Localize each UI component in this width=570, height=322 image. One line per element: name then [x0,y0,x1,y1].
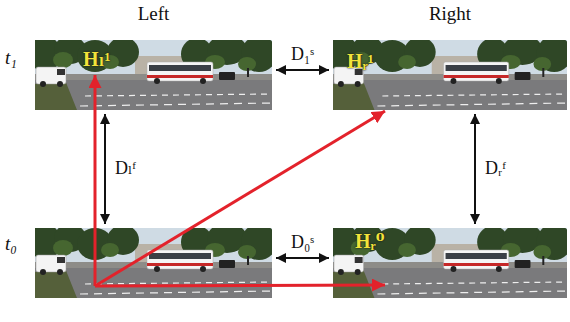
image-panel: Hᵣ⁰ [333,228,567,298]
distance-label: D₀ˢ [289,233,316,253]
homography-label: Hᵣ¹ [347,50,374,72]
column-heading: Left [35,4,272,25]
column-heading: Right [333,4,567,25]
motion-arrow [94,75,97,286]
image-panel: Leftt₁Hₗ¹ [35,40,272,110]
image-panel: RightHᵣ¹ [333,40,567,110]
distance-arrow [276,257,329,259]
homography-label: Hᵣ⁰ [355,230,384,252]
time-label: t₀ [5,234,17,255]
photo-left-t1 [29,35,277,110]
distance-arrow [276,69,329,71]
image-panel: t₀ [35,228,272,298]
distance-arrow [104,114,106,224]
photo-right-t1 [327,35,570,110]
motion-arrow [95,111,385,286]
photo-right-t0 [327,223,570,298]
homography-label: Hₗ¹ [83,48,110,70]
distance-label: D₁ˢ [289,45,316,65]
distance-label: Dₗᶠ [113,159,138,179]
distance-arrow [474,114,476,224]
motion-arrow [95,285,385,286]
time-label: t₁ [5,48,17,69]
distance-label: Dᵣᶠ [483,159,508,179]
